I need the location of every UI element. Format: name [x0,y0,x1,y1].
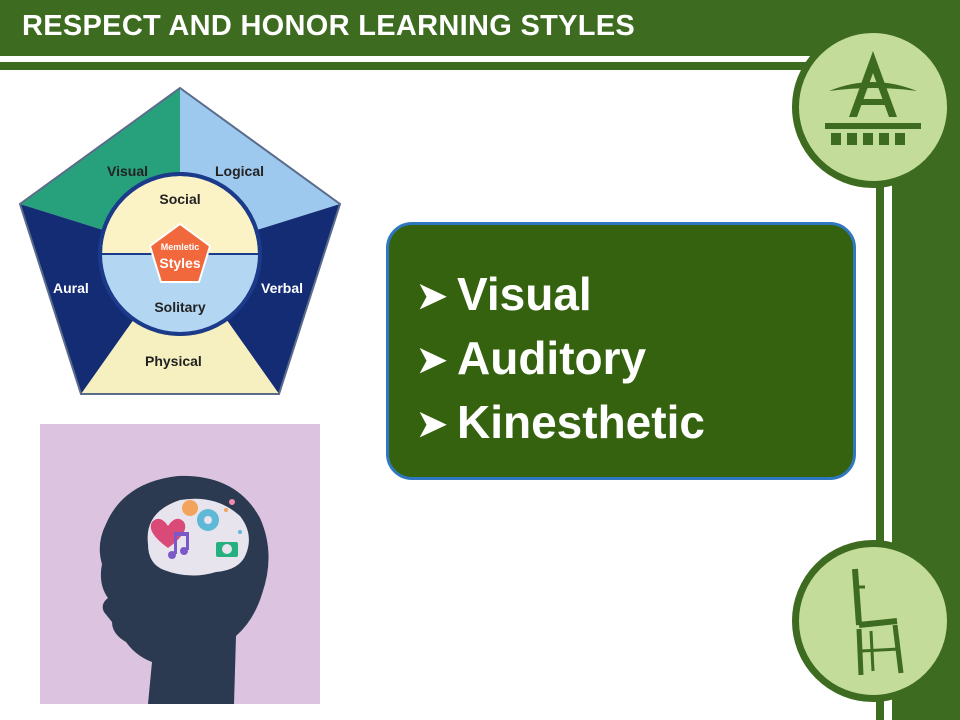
diagram-label-physical: Physical [145,353,202,369]
logo-icon [825,51,921,145]
diagram-label-visual: Visual [107,163,148,179]
arrow-bullet-icon: ➤ [417,275,448,316]
diagram-label-center-bottom: Styles [159,255,200,271]
learning-styles-panel: ➤Visual ➤Auditory ➤Kinesthetic [386,222,856,480]
diagram-label-logical: Logical [215,163,264,179]
chair-icon [852,568,904,676]
slide-title: RESPECT AND HONOR LEARNING STYLES [22,10,636,42]
gear-icon [182,500,219,531]
arrow-bullet-icon: ➤ [417,403,448,444]
diagram-label-social: Social [159,191,200,207]
camera-icon [216,542,238,557]
list-item-label: Auditory [457,332,647,384]
side-line [876,160,884,720]
diagram-label-aural: Aural [53,280,89,296]
music-note-icon [168,532,189,559]
header-bar [0,0,960,56]
diagram-label-verbal: Verbal [261,280,303,296]
center-pentagon [148,222,212,283]
arrow-bullet-icon: ➤ [417,339,448,380]
list-item-label: Kinesthetic [457,396,705,448]
learning-styles-pentagon: Visual Logical Verbal Physical Aural Soc… [18,86,342,395]
chair-medallion [792,540,954,702]
learning-styles-list: ➤Visual ➤Auditory ➤Kinesthetic [389,225,853,455]
head-illustration [40,424,320,704]
list-item-label: Visual [457,268,592,320]
header-rule [0,62,830,70]
diagram-label-center-top: Memletic [161,242,200,252]
logo-medallion [792,26,954,188]
list-item: ➤Kinesthetic [417,391,853,455]
head-silhouette-icon [99,475,269,704]
diagram-label-solitary: Solitary [154,299,206,315]
list-item: ➤Visual [417,263,853,327]
list-item: ➤Auditory [417,327,853,391]
